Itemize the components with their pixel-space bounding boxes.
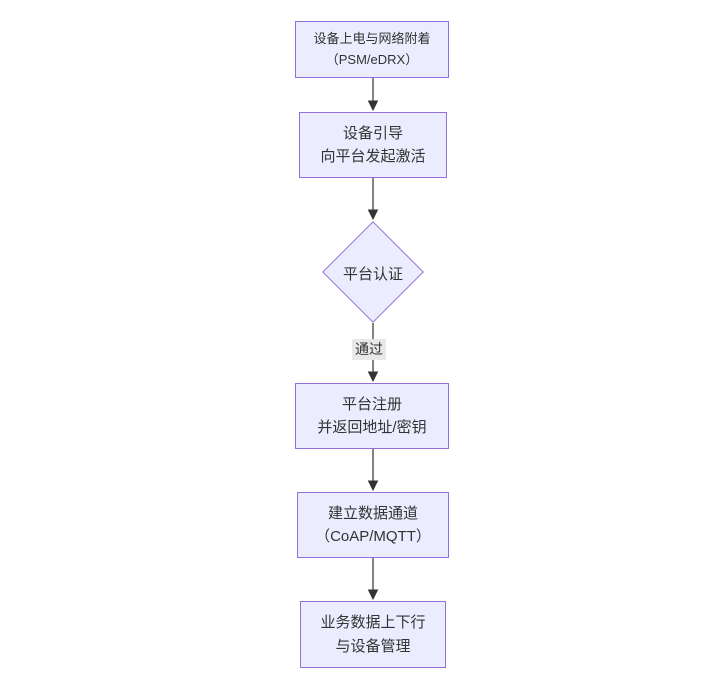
node-register: 平台注册 并返回地址/密钥	[295, 383, 449, 449]
node-register-line2: 并返回地址/密钥	[317, 419, 427, 436]
node-business-line1: 业务数据上下行	[320, 614, 426, 632]
node-data-channel-line1: 建立数据通道	[327, 504, 418, 522]
node-bootstrap: 设备引导 向平台发起激活	[299, 112, 447, 178]
edge-label-pass: 通过	[352, 339, 386, 360]
node-power-attach: 设备上电与网络附着 （PSM/eDRX）	[295, 21, 449, 78]
node-business-line2: 与设备管理	[335, 637, 411, 655]
node-business: 业务数据上下行 与设备管理	[300, 601, 446, 668]
decision-platform-auth-label: 平台认证	[342, 266, 403, 283]
node-bootstrap-line1: 设备引导	[342, 124, 403, 142]
node-power-attach-line2: （PSM/eDRX）	[325, 51, 419, 67]
node-power-attach-line1: 设备上电与网络附着	[313, 30, 431, 46]
node-register-line1: 平台注册	[341, 395, 402, 413]
node-data-channel: 建立数据通道 （CoAP/MQTT）	[297, 492, 449, 558]
node-data-channel-line2: （CoAP/MQTT）	[315, 528, 431, 545]
node-bootstrap-line2: 向平台发起激活	[320, 148, 426, 165]
